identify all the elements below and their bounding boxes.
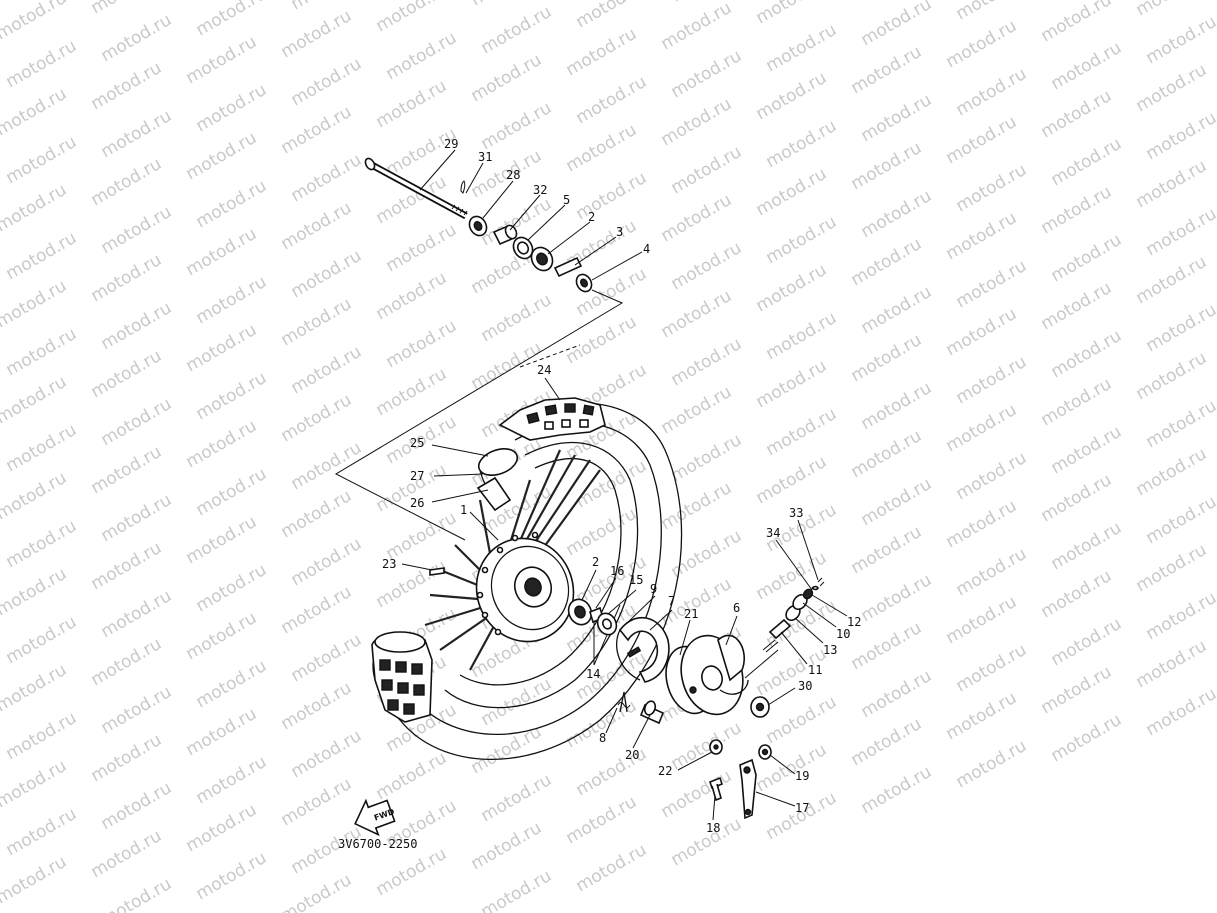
callout-2-lower: 2 [592,555,599,569]
axle-assembly [364,157,593,293]
nut-30 [750,696,770,718]
callout-10: 10 [836,627,850,641]
tread-top [498,397,606,441]
callout-1: 1 [460,503,467,517]
cable-adjuster [762,577,825,653]
callout-31: 31 [478,150,492,164]
callout-12: 12 [847,615,861,629]
brake-arm [739,758,757,820]
fwd-arrow-icon: FWD [354,798,396,837]
bearing-2-top [530,246,554,272]
hub [475,531,575,643]
brake-shoes [616,616,670,683]
callout-8: 8 [599,731,606,745]
callout-27: 27 [410,469,424,483]
callout-32: 32 [533,183,547,197]
oil-seal-15 [596,612,618,636]
oil-seal-5 [512,236,534,260]
bolt-18 [709,776,723,802]
callout-34: 34 [766,526,780,540]
callout-15: 15 [629,573,643,587]
callout-33: 33 [789,506,803,520]
callout-17: 17 [795,801,809,815]
callout-9: 9 [650,582,657,596]
camshaft-20 [639,700,665,725]
callout-16: 16 [610,564,624,578]
callout-23: 23 [382,557,396,571]
spacer-3 [553,256,583,278]
tube-cutaway [476,448,519,512]
nut-4 [575,273,593,293]
callout-22: 22 [658,764,672,778]
callout-28: 28 [506,168,520,182]
bearing-2-lower [567,598,593,626]
leader-lines [401,149,848,821]
spoke-nipple-23 [429,567,445,576]
collar-32 [492,224,518,246]
callout-4: 4 [643,242,650,256]
callout-11: 11 [808,663,822,677]
tread-bottom [371,631,433,723]
axle-shaft [364,157,468,220]
callout-19: 19 [795,769,809,783]
callout-26: 26 [410,496,424,510]
cotter-pin [460,180,466,194]
callout-13: 13 [823,643,837,657]
callout-18: 18 [706,821,720,835]
wheel-tire [371,397,683,761]
callout-6: 6 [733,601,740,615]
callout-5: 5 [563,193,570,207]
callout-3: 3 [616,225,623,239]
diagram-code: 3V6700-2250 [338,837,417,851]
nut-19 [758,744,772,760]
brake-plate [665,634,749,716]
nut-28 [468,215,488,237]
callout-2-top: 2 [588,210,595,224]
callout-20: 20 [625,748,639,762]
callout-21: 21 [684,607,698,621]
callout-29: 29 [444,137,458,151]
callout-labels: 29 31 28 32 5 2 3 4 24 25 27 26 1 23 2 1… [382,137,861,835]
callout-7: 7 [668,594,675,608]
spring-8 [617,691,631,713]
callout-14: 14 [586,667,600,681]
washer-22 [709,739,723,755]
callout-25: 25 [410,436,424,450]
callout-24: 24 [537,363,551,377]
callout-30: 30 [798,679,812,693]
